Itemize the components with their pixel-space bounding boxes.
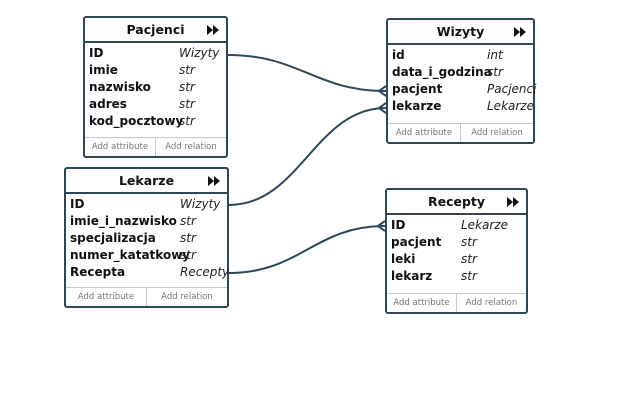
attribute-name: adres — [89, 97, 127, 111]
attribute-type: Wizyty — [180, 197, 221, 211]
attribute-row[interactable]: imie str — [85, 62, 226, 79]
attribute-row[interactable]: ID Lekarze — [387, 217, 526, 234]
entity-title: Pacjenci — [126, 22, 185, 37]
add-attribute-button[interactable]: Add attribute — [395, 128, 453, 138]
attribute-name: lekarze — [392, 99, 442, 113]
attribute-name: ID — [70, 197, 85, 211]
attribute-type: int — [487, 48, 503, 62]
entity-header[interactable]: Lekarze — [66, 169, 227, 194]
attribute-name: ID — [89, 46, 104, 60]
attribute-type: Recepty — [180, 265, 230, 279]
entity-title: Lekarze — [118, 173, 175, 188]
attribute-name: ID — [391, 218, 406, 232]
entity-title: Wizyty — [436, 24, 485, 39]
attribute-name: lekarz — [391, 269, 433, 283]
attribute-name: pacjent — [392, 82, 443, 96]
attribute-type: Lekarze — [487, 99, 534, 113]
attribute-row[interactable]: leki str — [387, 251, 526, 268]
fast-forward-icon[interactable] — [506, 197, 520, 207]
attribute-list: ID Wizyty imie str nazwisko str adres st… — [85, 43, 226, 134]
add-attribute-button[interactable]: Add attribute — [91, 142, 149, 152]
attribute-row[interactable]: lekarz str — [387, 268, 526, 285]
add-attribute-button[interactable]: Add attribute — [393, 298, 450, 308]
entity-header[interactable]: Pacjenci — [85, 18, 226, 43]
attribute-list: ID Wizyty imie_i_nazwisko str specjaliza… — [66, 194, 230, 285]
crows-foot-icon — [377, 220, 386, 232]
attribute-type: str — [461, 252, 477, 266]
attribute-type: str — [179, 114, 195, 128]
attribute-row[interactable]: ID Wizyty — [85, 45, 226, 62]
attribute-name: specjalizacja — [70, 231, 156, 245]
link-pacjenci-wizyty[interactable] — [227, 54, 387, 97]
entity-footer: Add attribute Add relation — [85, 137, 226, 156]
attribute-name: pacjent — [391, 235, 442, 249]
attribute-name: Recepta — [70, 265, 126, 279]
crows-foot-icon — [378, 102, 387, 114]
crows-foot-icon — [378, 85, 387, 97]
attribute-row[interactable]: kod_pocztowy str — [85, 113, 226, 130]
attribute-type: str — [461, 235, 477, 249]
attribute-row[interactable]: specjalizacja str — [66, 230, 227, 247]
entity-pacjenci[interactable]: Pacjenci ID Wizyty imie str nazwisko str… — [83, 16, 228, 158]
attribute-row[interactable]: pacjent str — [387, 234, 526, 251]
attribute-row[interactable]: id int — [388, 47, 533, 64]
attribute-name: leki — [391, 252, 416, 266]
entity-footer: Add attribute Add relation — [388, 123, 533, 142]
attribute-row[interactable]: pacjent Pacjenci — [388, 81, 537, 98]
attribute-row[interactable]: ID Wizyty — [66, 196, 227, 213]
link-lekarze-recepty[interactable] — [228, 220, 386, 274]
attribute-list: ID Lekarze pacjent str leki str lekarz s… — [387, 215, 526, 289]
attribute-name: id — [392, 48, 405, 62]
attribute-row[interactable]: nazwisko str — [85, 79, 226, 96]
attribute-type: str — [180, 214, 196, 228]
add-relation-button[interactable]: Add relation — [460, 124, 533, 142]
entity-wizyty[interactable]: Wizyty id int data_i_godzina str pacjent… — [386, 18, 537, 144]
attribute-type: Lekarze — [461, 218, 508, 232]
attribute-name: numer_katatkowy — [70, 248, 191, 262]
add-relation-button[interactable]: Add relation — [155, 138, 226, 156]
attribute-type: str — [461, 269, 477, 283]
attribute-name: imie_i_nazwisko — [70, 214, 177, 228]
entity-lekarze[interactable]: Lekarze ID Wizyty imie_i_nazwisko str sp… — [64, 167, 229, 308]
fast-forward-icon[interactable] — [206, 25, 220, 35]
entity-recepty[interactable]: Recepty ID Lekarze pacjent str leki str … — [385, 188, 528, 314]
add-relation-button[interactable]: Add relation — [456, 294, 526, 312]
attribute-type: str — [179, 80, 195, 94]
attribute-type: str — [180, 248, 196, 262]
attribute-type: str — [487, 65, 503, 79]
attribute-row[interactable]: lekarze Lekarze — [388, 98, 534, 115]
entity-title: Recepty — [427, 194, 486, 209]
attribute-name: kod_pocztowy — [89, 114, 184, 128]
attribute-type: Wizyty — [179, 46, 220, 60]
add-relation-button[interactable]: Add relation — [146, 288, 227, 306]
attribute-row[interactable]: Recepta Recepty — [66, 264, 230, 281]
attribute-name: data_i_godzina — [392, 65, 492, 79]
attribute-type: str — [179, 63, 195, 77]
attribute-type: str — [179, 97, 195, 111]
attribute-list: id int data_i_godzina str pacjent Pacjen… — [388, 45, 537, 119]
entity-footer: Add attribute Add relation — [66, 287, 227, 306]
attribute-row[interactable]: adres str — [85, 96, 226, 113]
attribute-type: str — [180, 231, 196, 245]
attribute-row[interactable]: imie_i_nazwisko str — [66, 213, 227, 230]
fast-forward-icon[interactable] — [207, 176, 221, 186]
entity-header[interactable]: Recepty — [387, 190, 526, 215]
entity-footer: Add attribute Add relation — [387, 293, 526, 312]
link-lekarze-wizyty[interactable] — [228, 102, 387, 206]
attribute-name: nazwisko — [89, 80, 151, 94]
fast-forward-icon[interactable] — [513, 27, 527, 37]
add-attribute-button[interactable]: Add attribute — [77, 292, 135, 302]
entity-header[interactable]: Wizyty — [388, 20, 533, 45]
attribute-type: Pacjenci — [487, 82, 537, 96]
attribute-name: imie — [89, 63, 118, 77]
attribute-row[interactable]: numer_katatkowy str — [66, 247, 227, 264]
attribute-row[interactable]: data_i_godzina str — [388, 64, 533, 81]
